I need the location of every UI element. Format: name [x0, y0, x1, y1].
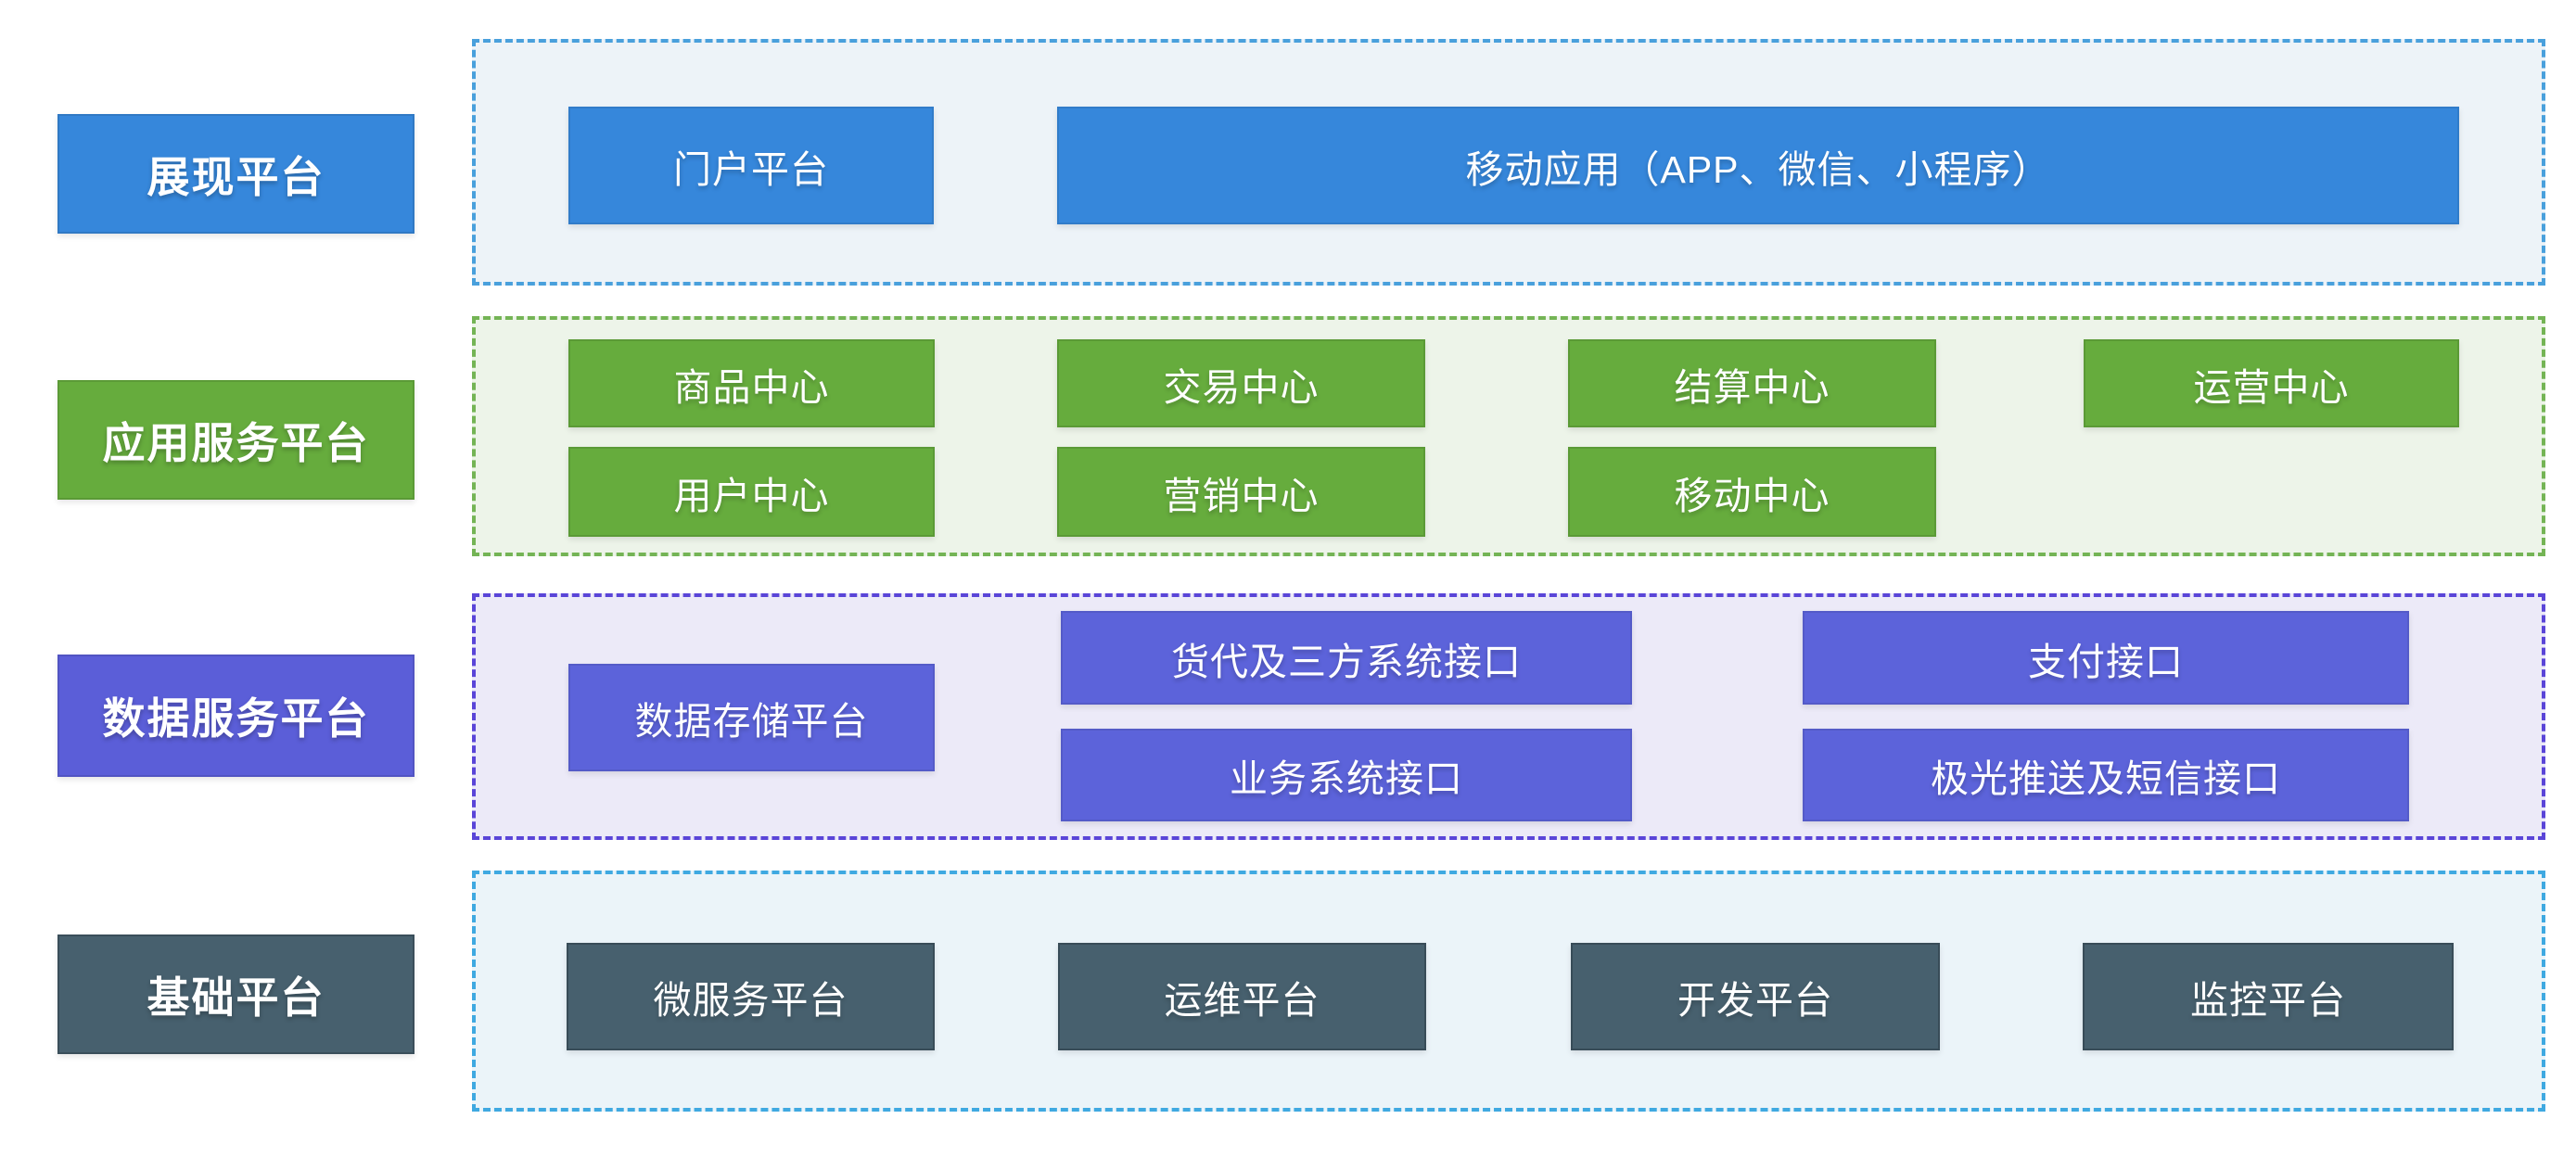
box-monitor-platform: 监控平台 — [2083, 943, 2454, 1050]
box-mobile-center: 移动中心 — [1568, 447, 1936, 537]
box-data-storage-platform: 数据存储平台 — [568, 664, 935, 771]
group-presentation-platform: 门户平台 移动应用（APP、微信、小程序） — [472, 39, 2545, 286]
box-business-system-api: 业务系统接口 — [1061, 729, 1632, 821]
group-data-service-platform: 数据存储平台 货代及三方系统接口 业务系统接口 支付接口 极光推送及短信接口 — [472, 593, 2545, 840]
box-dev-platform: 开发平台 — [1571, 943, 1940, 1050]
box-microservice-platform: 微服务平台 — [567, 943, 935, 1050]
box-operation-center: 运营中心 — [2084, 339, 2459, 427]
box-mobile-apps: 移动应用（APP、微信、小程序） — [1057, 107, 2459, 224]
tier-label-application-service-platform: 应用服务平台 — [57, 380, 414, 500]
box-portal-platform: 门户平台 — [568, 107, 934, 224]
box-ops-platform: 运维平台 — [1058, 943, 1426, 1050]
box-payment-api: 支付接口 — [1803, 611, 2409, 705]
tier-label-data-service-platform: 数据服务平台 — [57, 655, 414, 777]
box-marketing-center: 营销中心 — [1057, 447, 1425, 537]
box-trade-center: 交易中心 — [1057, 339, 1425, 427]
box-jpush-sms-api: 极光推送及短信接口 — [1803, 729, 2409, 821]
box-user-center: 用户中心 — [568, 447, 935, 537]
group-base-platform: 微服务平台 运维平台 开发平台 监控平台 — [472, 871, 2545, 1112]
tier-label-base-platform: 基础平台 — [57, 934, 414, 1054]
group-application-service-platform: 商品中心 交易中心 结算中心 运营中心 用户中心 营销中心 移动中心 — [472, 316, 2545, 556]
box-forwarder-third-party-api: 货代及三方系统接口 — [1061, 611, 1632, 705]
box-product-center: 商品中心 — [568, 339, 935, 427]
box-settlement-center: 结算中心 — [1568, 339, 1936, 427]
tier-label-presentation-platform: 展现平台 — [57, 114, 414, 234]
